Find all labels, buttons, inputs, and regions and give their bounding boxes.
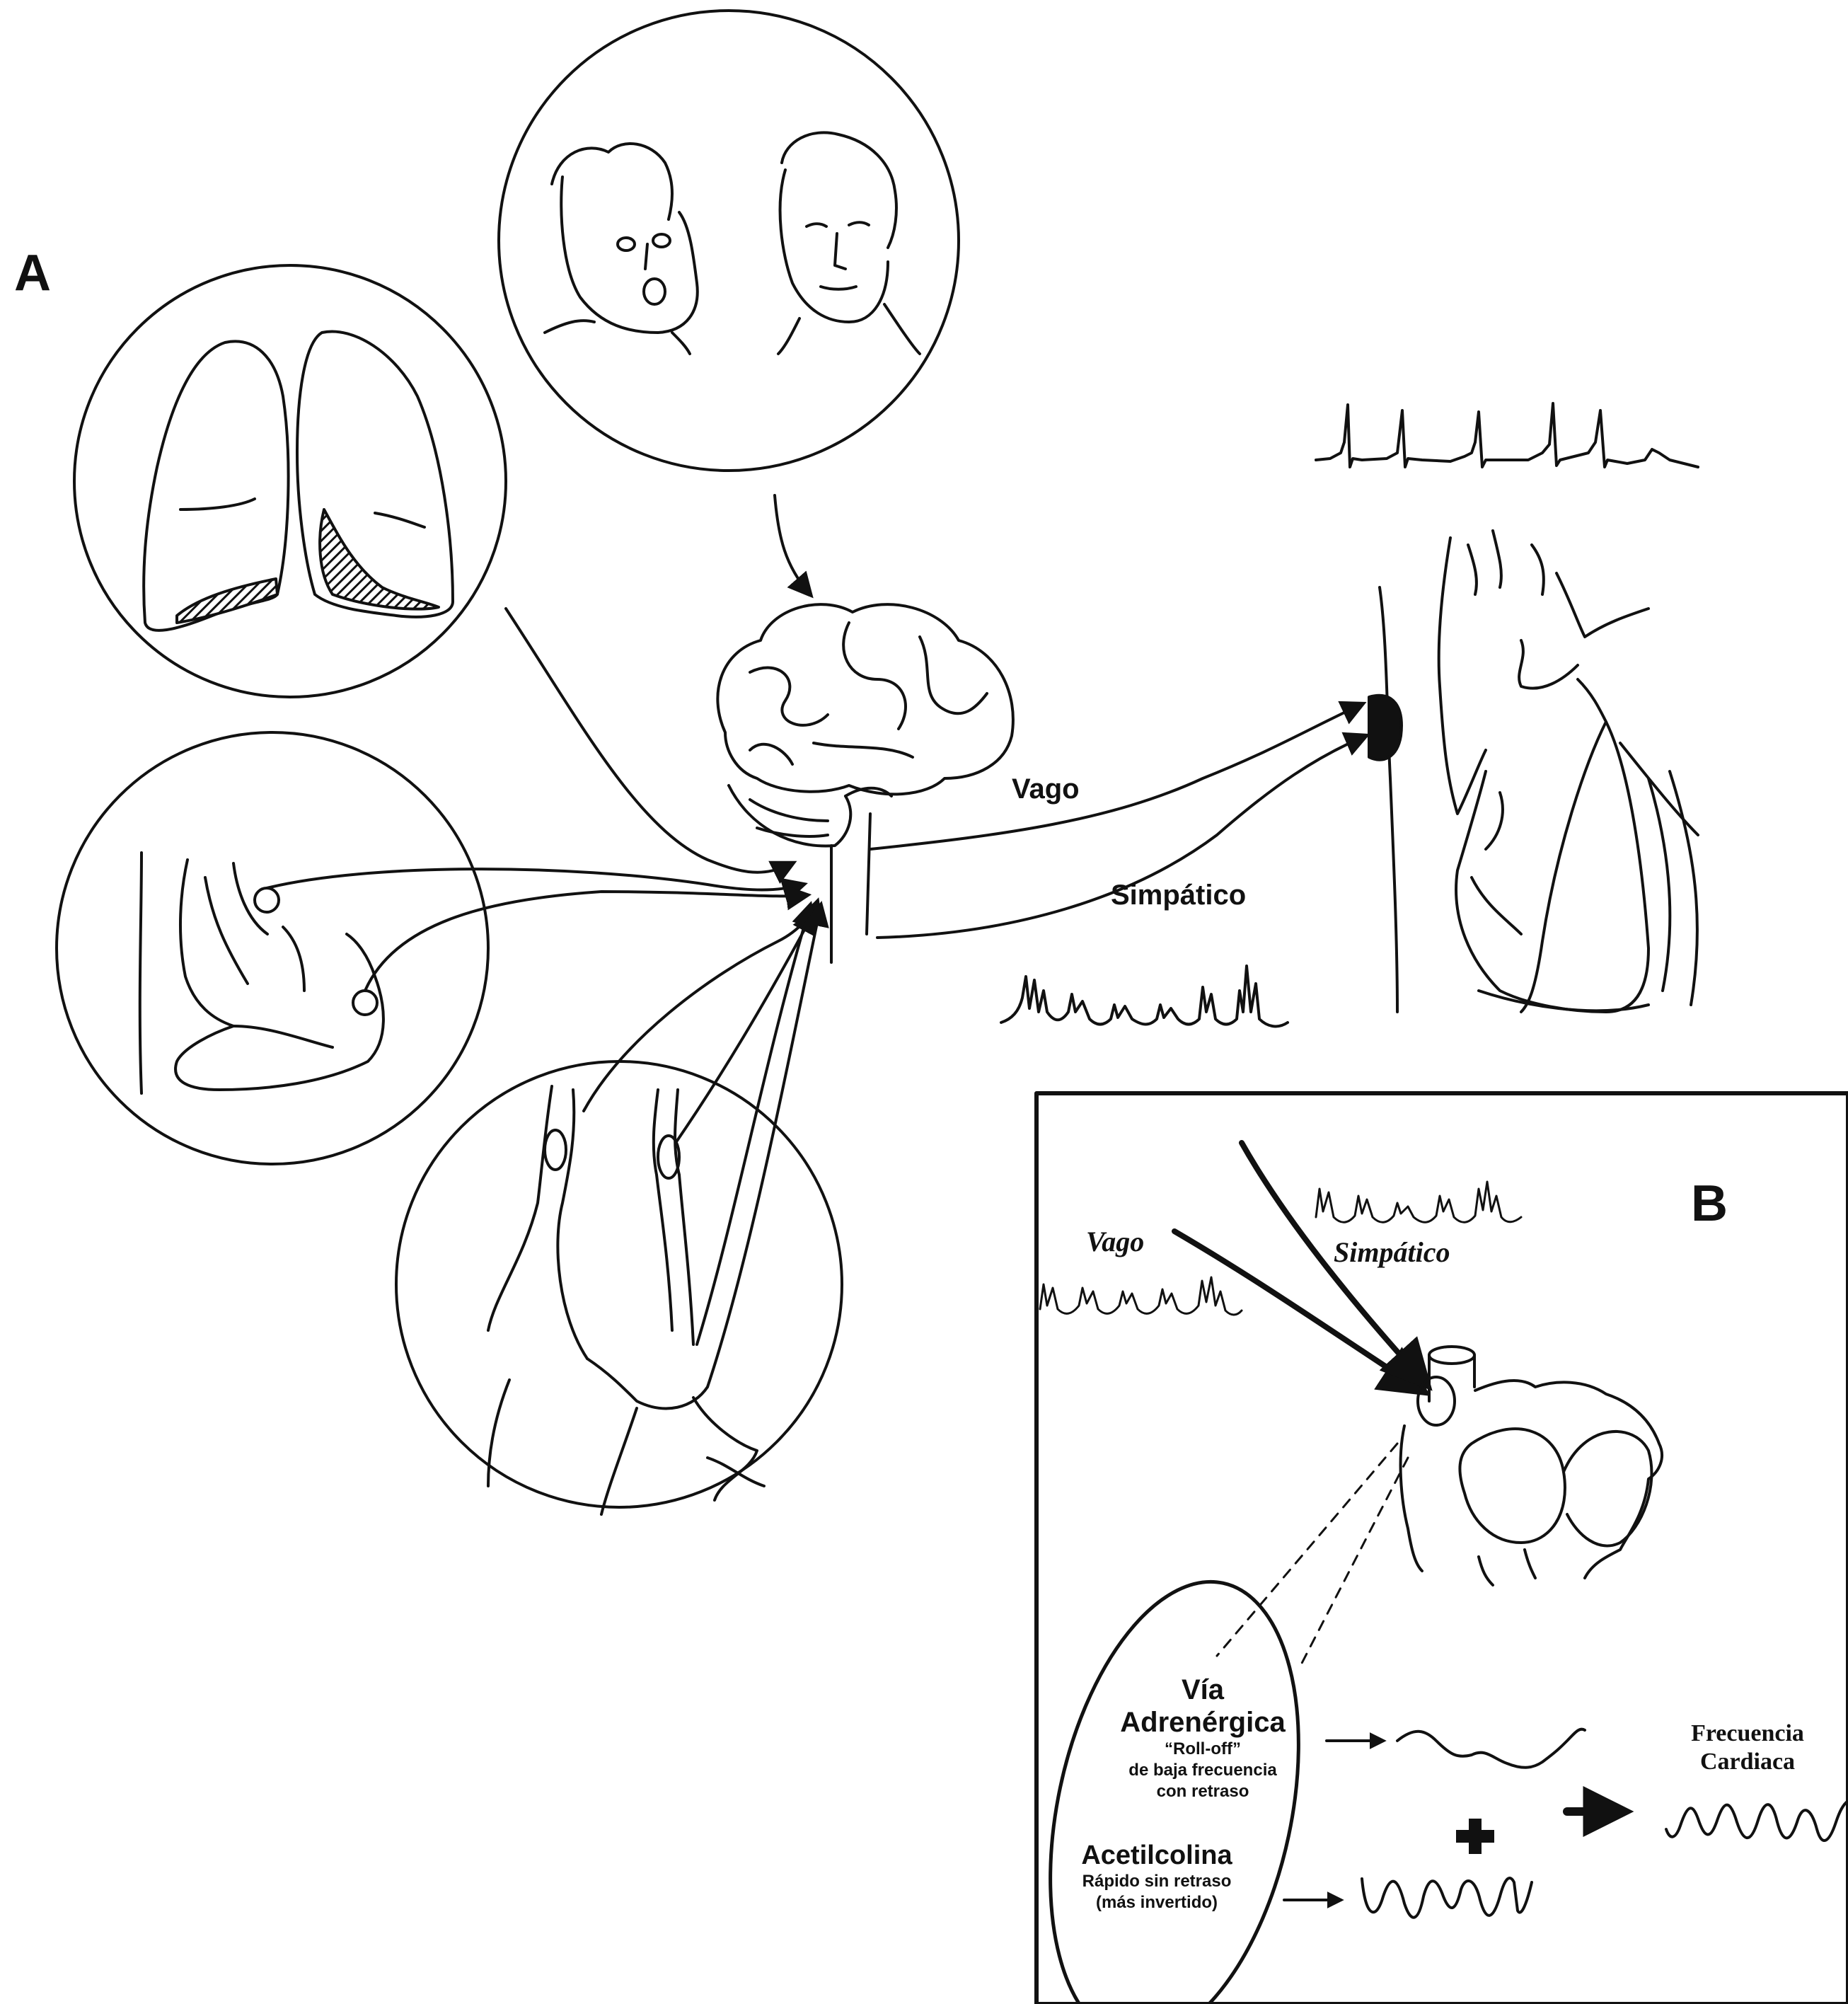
heart-rate-line1: Frecuencia — [1677, 1720, 1818, 1748]
vagus-nerve-path — [870, 704, 1362, 849]
vagus-label: Vago — [1012, 775, 1080, 803]
acetylcholine-line2: Rápido sin retraso — [1051, 1871, 1263, 1892]
afferent-arrows — [267, 495, 821, 1387]
panel-a-label: A — [14, 248, 51, 299]
adrenergic-line4: de baja frecuencia — [1082, 1760, 1323, 1781]
panel-b-vagus-trace — [1040, 1277, 1242, 1315]
projection-lines — [1217, 1444, 1408, 1670]
panel-b-sympathetic-label: Simpático — [1334, 1238, 1450, 1267]
adrenergic-line2: Adrenérgica — [1082, 1706, 1323, 1739]
panel-b-sympathetic-trace — [1316, 1182, 1521, 1222]
sympathetic-activity-trace — [1001, 966, 1288, 1026]
baroreceptor-circle — [57, 732, 488, 1164]
sinus-node-heart-icon — [1401, 1347, 1662, 1585]
acetylcholine-pathway-title: Acetilcolina Rápido sin retraso (más inv… — [1051, 1840, 1263, 1913]
adrenergic-pathway-title: Vía Adrenérgica “Roll-off” de baja frecu… — [1082, 1674, 1323, 1802]
adrenergic-line3: “Roll-off” — [1082, 1739, 1323, 1760]
lungs-icon — [144, 331, 453, 630]
acetylcholine-line3: (más invertido) — [1051, 1892, 1263, 1913]
carotid-vessels-icon — [488, 1086, 764, 1514]
panel-b-vagus-label: Vago — [1086, 1228, 1144, 1256]
heart-rate-line2: Cardiaca — [1677, 1748, 1818, 1776]
sympathetic-label: Simpático — [1111, 881, 1246, 909]
adrenergic-line5: con retraso — [1082, 1781, 1323, 1802]
adrenergic-line1: Vía — [1082, 1674, 1323, 1706]
acetylcholine-line1: Acetilcolina — [1051, 1840, 1263, 1871]
baroreceptor-heart-icon — [140, 853, 383, 1093]
faces-icon — [545, 132, 920, 354]
adrenergic-output-wave — [1397, 1729, 1585, 1768]
ecg-trace — [1316, 403, 1698, 467]
panel-b-label: B — [1691, 1178, 1728, 1229]
heart-icon — [1369, 531, 1698, 1012]
plus-sign — [1456, 1819, 1494, 1854]
heart-rate-label: Frecuencia Cardiaca — [1677, 1720, 1818, 1776]
acetylcholine-output-wave — [1362, 1878, 1532, 1918]
brain-icon — [717, 604, 1013, 962]
heart-rate-output-wave — [1666, 1801, 1848, 1841]
